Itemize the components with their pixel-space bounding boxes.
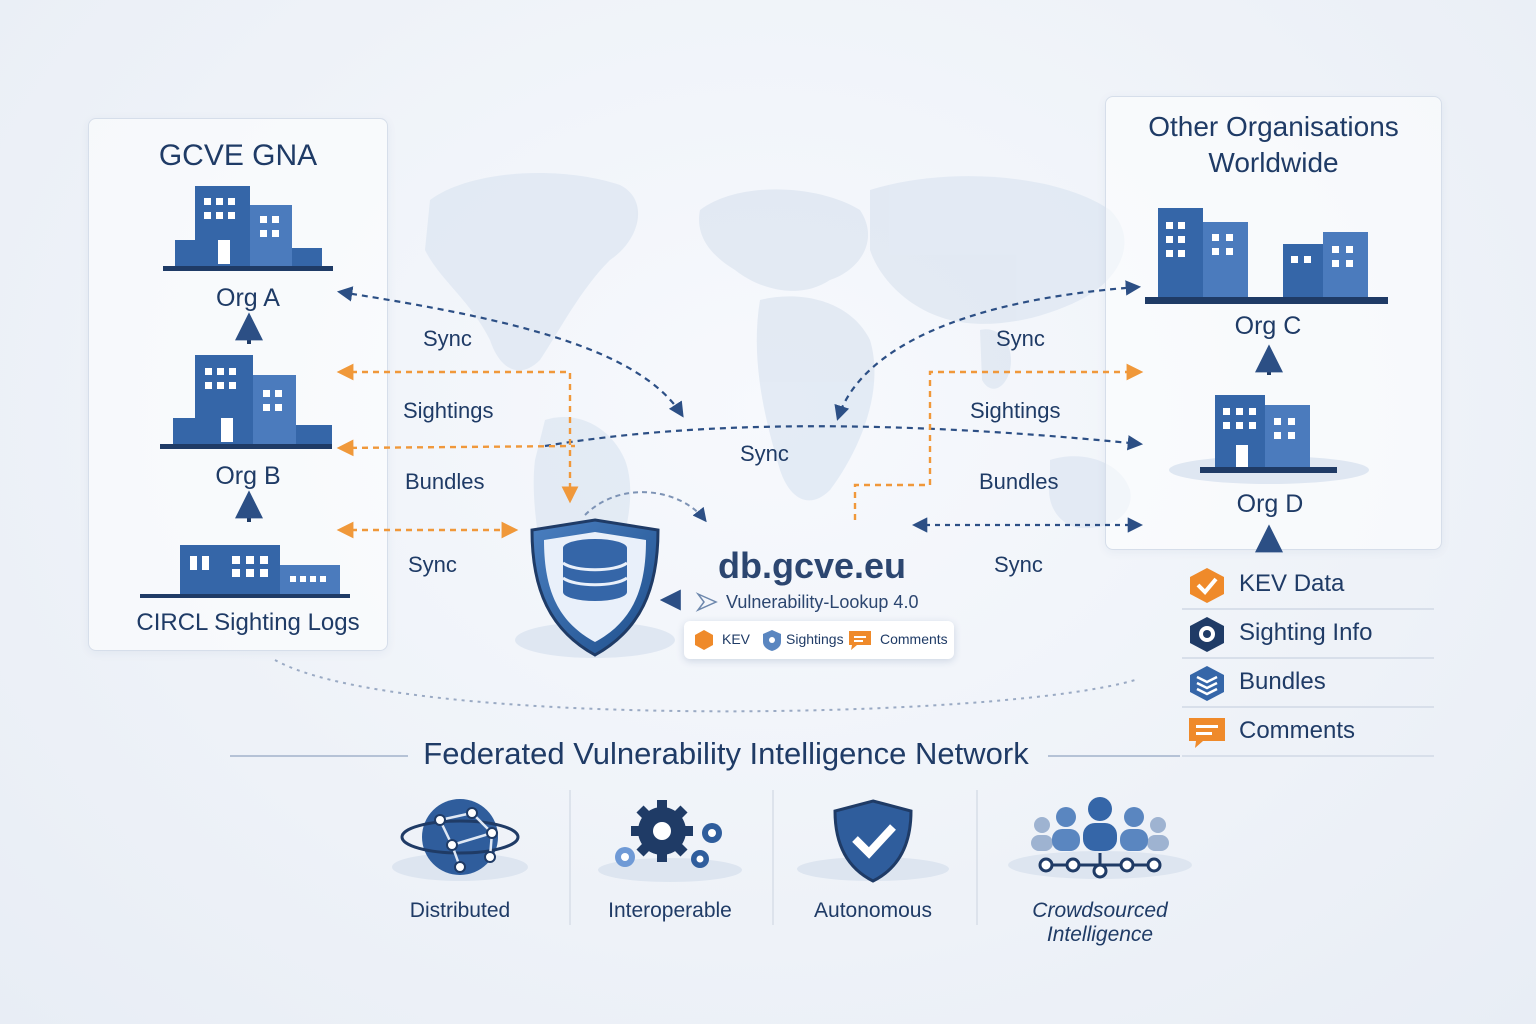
- hub-title: db.gcve.eu: [718, 545, 907, 586]
- other-orgs-title-line1: Other Organisations: [1148, 111, 1399, 142]
- legend-bundles-label: Bundles: [1239, 668, 1326, 695]
- kev-tag-icon: [695, 630, 713, 650]
- eye-icon: [1190, 617, 1224, 652]
- gears-icon: [598, 800, 742, 882]
- kev-tag-label: KEV: [722, 631, 751, 647]
- feature-autonomous: Autonomous: [773, 795, 973, 935]
- right-bundles-label: Bundles: [979, 469, 1059, 494]
- right-sightings-label: Sightings: [970, 398, 1061, 423]
- org-c-label: Org C: [1234, 312, 1302, 340]
- feature-interoperable-label: Interoperable: [608, 899, 732, 922]
- network-title: Federated Vulnerability Intelligence Net…: [423, 736, 1029, 771]
- org-b-label: Org B: [215, 462, 281, 490]
- bundles-line-left: [336, 439, 576, 457]
- feature-autonomous-label: Autonomous: [814, 899, 932, 922]
- legend-kev-label: KEV Data: [1239, 570, 1345, 597]
- org-c-building-icon: [1145, 208, 1388, 304]
- center-sync-label: Sync: [740, 441, 789, 466]
- legend-kev-data: KEV Data: [1182, 560, 1434, 610]
- hub-refresh-arrow: [584, 491, 707, 523]
- legend-comments-label: Comments: [1239, 717, 1356, 744]
- feature-distributed: Distributed: [360, 795, 560, 935]
- left-sightings-label: Sightings: [403, 398, 494, 423]
- org-a-label: Org A: [216, 284, 280, 312]
- layers-icon: [1190, 666, 1224, 701]
- comment-icon: [1189, 718, 1225, 748]
- circl-sighting-logs-label: CIRCL Sighting Logs: [136, 609, 360, 636]
- people-network-icon: [1008, 797, 1192, 879]
- database-shield-icon: [515, 518, 718, 658]
- legend-sighting-info: Sighting Info: [1182, 609, 1434, 659]
- org-d-label: Org D: [1236, 490, 1304, 518]
- right-sync-label: Sync: [996, 326, 1045, 351]
- org-a-building-icon: [163, 186, 333, 271]
- gcve-gna-title: GCVE GNA: [158, 139, 318, 172]
- sync-line-org-a: [336, 286, 684, 418]
- hub-tag-bar: KEV Sightings Comments: [684, 621, 954, 659]
- org-d-building-icon: [1169, 395, 1369, 484]
- org-b-building-icon: [160, 355, 332, 449]
- check-badge-icon: [1190, 568, 1224, 603]
- right-sync-bottom-label: Sync: [994, 552, 1043, 577]
- comments-tag-label: Comments: [880, 631, 948, 647]
- left-bundles-label: Bundles: [405, 469, 485, 494]
- shield-check-icon: [797, 799, 949, 883]
- circl-building-icon: [140, 545, 350, 598]
- hub-subtitle: Vulnerability-Lookup 4.0: [726, 592, 919, 612]
- sightings-line-right: [853, 363, 1144, 520]
- other-orgs-title-line2: Worldwide: [1208, 147, 1339, 178]
- legend-comments: Comments: [1182, 707, 1434, 757]
- legend-bundles: Bundles: [1182, 658, 1434, 708]
- globe-network-icon: [392, 799, 528, 881]
- sync-line-org-c: [834, 280, 1142, 421]
- sightings-tag-label: Sightings: [786, 631, 844, 647]
- sightings-tag-icon: [763, 630, 781, 651]
- feature-interoperable: Interoperable: [570, 795, 770, 935]
- feature-crowdsourced: Crowdsourced Intelligence: [1000, 795, 1220, 946]
- legend-sighting-label: Sighting Info: [1239, 619, 1373, 646]
- left-sync-label: Sync: [423, 326, 472, 351]
- comments-tag-icon: [849, 631, 871, 650]
- feature-crowdsourced-label: Crowdsourced Intelligence: [1032, 899, 1168, 946]
- bottom-dotted-arc: [274, 659, 1136, 713]
- left-sync-bottom-label: Sync: [408, 552, 457, 577]
- feature-distributed-label: Distributed: [409, 899, 511, 922]
- center-sync-line: [544, 425, 1144, 451]
